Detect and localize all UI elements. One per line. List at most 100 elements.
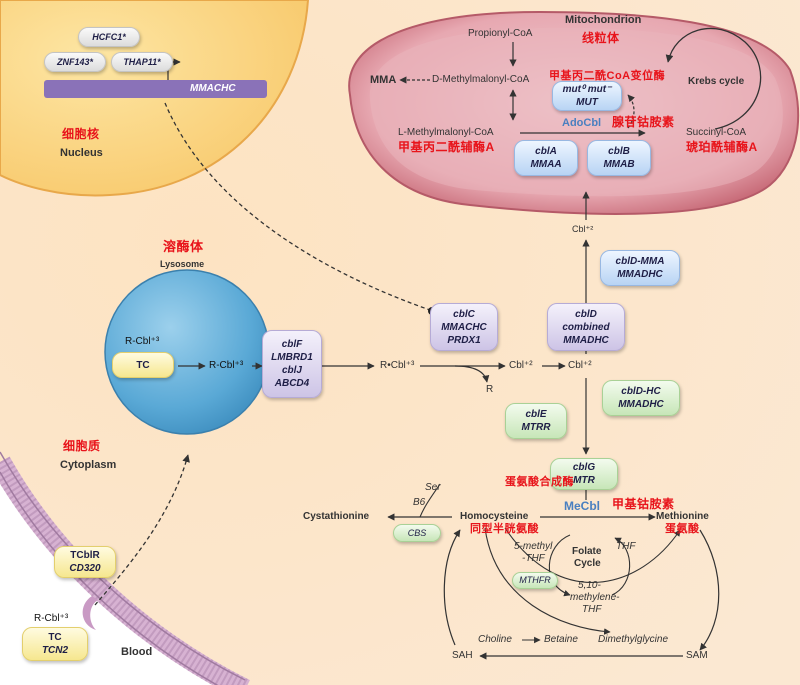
- homocysteine-label: Homocysteine: [460, 511, 529, 522]
- tcblr-box: TCblR CD320: [54, 546, 116, 578]
- nucleus-label-en: Nucleus: [60, 147, 103, 159]
- mmadhc-hc-label: MMADHC: [618, 399, 664, 410]
- cytoplasm-label-en: Cytoplasm: [60, 459, 117, 471]
- mmachc-label: MMACHC: [441, 321, 487, 333]
- mitochondrion-region: [348, 10, 800, 215]
- methylene-thf-label-1: 5,10-: [578, 580, 601, 591]
- homocysteine-label-cn: 同型半胱氨酸: [470, 523, 539, 535]
- mmadhc-mma-label: MMADHC: [617, 269, 663, 280]
- cblf-cblj-box: cblF LMBRD1 cblJ ABCD4: [262, 330, 322, 398]
- methyl-thf-label-1: 5-methyl: [514, 541, 553, 552]
- folate-cycle-label-2: Cycle: [574, 558, 601, 569]
- blood-rcbl-label: R-Cbl⁺³: [34, 613, 69, 624]
- cbld-hc-box: cblD-HC MMADHC: [602, 380, 680, 416]
- succinyl-coa-label-cn: 琥珀酰辅酶A: [686, 140, 758, 154]
- cblj-label: cblJ: [281, 365, 302, 376]
- ser-label: Ser: [425, 482, 441, 493]
- betaine-label: Betaine: [544, 634, 578, 645]
- tcn2-label: TCN2: [41, 645, 69, 656]
- mut-alleles-label: mut⁰ mut⁻: [562, 84, 612, 95]
- lmbrd1-label: LMBRD1: [271, 352, 313, 363]
- cbld-combined-box: cblD combined MMADHC: [547, 303, 625, 351]
- lysosome-label-cn: 溶酶体: [163, 239, 204, 254]
- rcbl-out-label: R•Cbl⁺³: [380, 360, 415, 371]
- methyl-thf-label-2: -THF: [522, 553, 545, 564]
- mecbl-label: MeCbl: [564, 499, 600, 513]
- nucleus-label-cn: 细胞核: [62, 127, 100, 141]
- cblb-label: cblB: [608, 146, 630, 157]
- mma-label: MMA: [370, 74, 397, 86]
- mut-gene-label: MUT: [576, 97, 598, 108]
- mcm-label-cn: 甲基丙二酰CoA变位酶: [549, 70, 666, 82]
- krebs-cycle-label: Krebs cycle: [688, 76, 745, 87]
- d-methylmalonyl-coa-label: D-Methylmalonyl-CoA: [432, 74, 530, 85]
- mmachc-gene-bar: [44, 80, 267, 98]
- folate-cycle-label-1: Folate: [572, 546, 602, 557]
- hcfc1-label: HCFC1*: [92, 31, 126, 42]
- dimethylglycine-label: Dimethylglycine: [598, 634, 669, 645]
- cblb-box: cblB MMAB: [587, 140, 651, 176]
- methionine-label-cn: 蛋氨酸: [665, 523, 700, 535]
- mecbl-label-cn: 甲基钴胺素: [612, 497, 675, 511]
- mmadhc-label: MMADHC: [563, 334, 609, 346]
- cbld-combined-label: combined: [562, 321, 610, 333]
- sam-label: SAM: [686, 650, 708, 661]
- r-label: R: [486, 384, 494, 395]
- mmab-label: MMAB: [603, 159, 635, 170]
- methylene-thf-label-2: methylene-: [570, 592, 620, 603]
- cblc-box: cblC MMACHC PRDX1: [430, 303, 498, 351]
- l-methylmalonyl-coa-label: L-Methylmalonyl-CoA: [398, 127, 494, 138]
- znf143-box: ZNF143*: [44, 52, 106, 72]
- thap11-box: THAP11*: [111, 52, 173, 72]
- cbla-label: cblA: [535, 146, 557, 157]
- adocbl-label: AdoCbl: [562, 117, 602, 129]
- cbld-mma-box: cblD-MMA MMADHC: [600, 250, 680, 286]
- cblc-label: cblC: [453, 308, 475, 320]
- cblf-label: cblF: [281, 339, 303, 350]
- sah-label: SAH: [452, 650, 473, 661]
- mtr-label-cn: 蛋氨酸合成酶: [505, 476, 574, 488]
- cbld-label: cblD: [575, 308, 597, 320]
- znf143-label: ZNF143*: [56, 56, 93, 67]
- cblg-box: cblG MTR: [550, 458, 618, 490]
- cbl2-mito-label: Cbl⁺²: [572, 224, 594, 234]
- thf-label: THF: [616, 541, 636, 552]
- mthfr-box: MTHFR: [512, 572, 558, 589]
- methylene-thf-label-3: THF: [582, 604, 602, 615]
- cbs-box: CBS: [393, 524, 441, 542]
- propionyl-coa-label: Propionyl-CoA: [468, 28, 533, 39]
- cbld-mma-label: cblD-MMA: [615, 256, 665, 267]
- cystathionine-label: Cystathionine: [303, 511, 370, 522]
- adocbl-label-cn: 腺苷钴胺素: [612, 115, 675, 129]
- blood-label: Blood: [121, 646, 153, 658]
- hcfc1-box: HCFC1*: [78, 27, 140, 47]
- thap11-label: THAP11*: [123, 56, 161, 67]
- l-methylmalonyl-coa-label-cn: 甲基丙二酰辅酶A: [398, 140, 495, 154]
- cytoplasm-label-cn: 细胞质: [63, 439, 101, 453]
- mtr-label: MTR: [573, 475, 595, 486]
- choline-label: Choline: [478, 634, 512, 645]
- mitochondrion-label-en: Mitochondrion: [565, 14, 642, 26]
- tcblr-label: TCblR: [70, 550, 100, 561]
- lysosome-label-en: Lysosome: [160, 259, 205, 269]
- methionine-label: Methionine: [656, 511, 709, 522]
- mut-box: mut⁰ mut⁻ MUT: [552, 81, 622, 111]
- cbs-label: CBS: [407, 527, 427, 538]
- mtrr-label: MTRR: [521, 422, 551, 433]
- b6-label: B6: [413, 497, 426, 508]
- mthfr-label: MTHFR: [519, 575, 551, 585]
- cblg-label: cblG: [572, 462, 596, 473]
- cbl2-b-label: Cbl⁺²: [568, 360, 592, 371]
- lysosome-tc-label: TC: [136, 359, 150, 371]
- mmachc-gene-label: MMACHC: [190, 83, 236, 94]
- lysosome-rcbl-top: R-Cbl⁺³: [125, 336, 160, 347]
- cbld-hc-label: cblD-HC: [621, 386, 661, 397]
- prdx1-label: PRDX1: [447, 334, 481, 346]
- abcd4-label: ABCD4: [274, 378, 310, 389]
- cble-box: cblE MTRR: [505, 403, 567, 439]
- mmaa-label: MMAA: [530, 159, 562, 170]
- succinyl-coa-label: Succinyl-CoA: [686, 127, 747, 138]
- mitochondrion-label-cn: 线粒体: [582, 31, 620, 45]
